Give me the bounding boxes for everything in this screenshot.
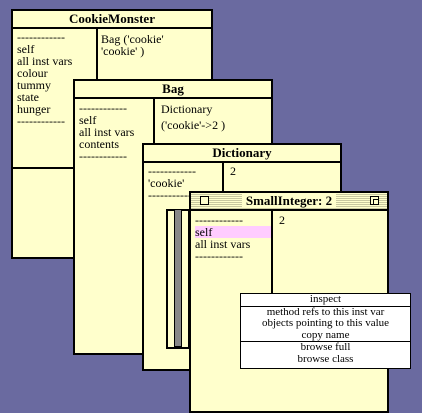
value-line: 'cookie' ) [101, 44, 145, 58]
field-item[interactable]: self [17, 42, 35, 56]
window-title[interactable]: Bag [75, 81, 271, 99]
field-list[interactable]: ------------ self all inst vars colour t… [17, 31, 97, 127]
window-title: SmallInteger: 2 [241, 193, 337, 208]
field-separator: ------------ [17, 30, 65, 44]
value-line: Bag ('cookie' [101, 32, 164, 46]
value-line: 2 [279, 213, 285, 227]
value-pane[interactable]: Bag ('cookie' 'cookie' ) [101, 33, 164, 57]
field-item[interactable]: state [17, 90, 39, 104]
menu-separator [241, 305, 410, 307]
field-separator: ------------ [195, 249, 243, 263]
field-item[interactable]: colour [17, 66, 48, 80]
value-pane[interactable]: Dictionary ('cookie'->2 ) [161, 103, 225, 131]
field-separator: ------------ [148, 164, 196, 178]
zoom-box-icon[interactable] [370, 196, 379, 205]
window-title-bar[interactable]: SmallInteger: 2 [191, 193, 387, 211]
menu-separator [241, 341, 410, 342]
field-item[interactable]: tummy [17, 78, 52, 92]
field-list[interactable]: ------------ 'cookie' ------------ [148, 165, 220, 201]
pane-divider [271, 209, 273, 293]
menu-item-browse-full[interactable]: browse full [300, 341, 351, 353]
field-item[interactable]: all inst vars [17, 54, 73, 68]
menu-item-inspect[interactable]: inspect [309, 293, 342, 305]
menu-item-objects-pointing[interactable]: objects pointing to this value [261, 317, 390, 329]
field-separator: ------------ [148, 188, 196, 202]
window-title[interactable]: Dictionary [144, 145, 340, 163]
pane-divider [153, 97, 155, 167]
field-separator: ------------ [79, 149, 127, 163]
field-list[interactable]: ------------ self all inst vars contents… [79, 102, 151, 162]
field-separator: ------------ [17, 114, 65, 128]
value-line: Dictionary [161, 102, 213, 116]
value-pane[interactable]: 2 [230, 165, 236, 177]
field-item[interactable]: contents [79, 137, 119, 151]
field-item-selected[interactable]: self [195, 226, 271, 238]
close-box-icon[interactable] [200, 196, 209, 205]
field-item[interactable]: all inst vars [79, 125, 135, 139]
field-item[interactable]: all inst vars [195, 237, 251, 251]
menu-item-copy-name[interactable]: copy name [301, 328, 350, 341]
field-list[interactable]: ------------ self all inst vars --------… [195, 214, 271, 262]
menu-item-browse-class[interactable]: browse class [297, 352, 354, 365]
field-item[interactable]: hunger [17, 102, 51, 116]
field-item[interactable]: 'cookie' [148, 176, 185, 190]
context-menu[interactable]: inspect method refs to this inst var obj… [240, 293, 411, 369]
value-pane[interactable]: 2 [279, 214, 285, 226]
menu-item-method-refs[interactable]: method refs to this inst var [266, 305, 385, 318]
value-line: 2 [230, 164, 236, 178]
field-separator: ------------ [79, 101, 127, 115]
window-title[interactable]: CookieMonster [13, 11, 211, 29]
value-line: ('cookie'->2 ) [161, 118, 226, 132]
field-item[interactable]: self [79, 113, 97, 127]
field-separator: ------------ [195, 213, 243, 227]
scrollbar[interactable] [174, 209, 182, 347]
